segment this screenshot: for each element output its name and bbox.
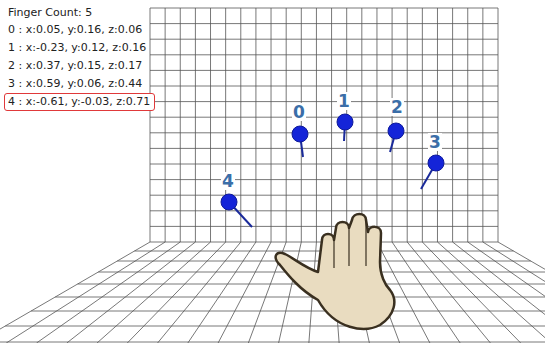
coordinate-line: 4 : x:-0.61, y:-0.03, z:0.71 [8, 95, 151, 109]
finger-markers [229, 122, 436, 227]
coordinate-line: 0 : x:0.05, y:0.16, z:0.06 [6, 23, 144, 37]
finger-count: Finger Count: 5 [6, 6, 94, 20]
coordinate-line: 3 : x:0.59, y:0.06, z:0.44 [6, 77, 144, 91]
grid [0, 8, 545, 343]
callout-number: 2 [390, 98, 404, 116]
coordinate-line: 1 : x:-0.23, y:0.12, z:0.16 [6, 41, 148, 55]
hand [276, 214, 395, 329]
callout-number: 3 [428, 133, 442, 151]
finger-dots [221, 114, 444, 210]
callout-number: 1 [337, 92, 351, 110]
highlight-box: 4 : x:-0.61, y:-0.03, z:0.71 [4, 93, 155, 111]
callout-number: 4 [221, 172, 235, 190]
coordinate-line: 2 : x:0.37, y:0.15, z:0.17 [6, 59, 144, 73]
callout-number: 0 [292, 103, 306, 121]
